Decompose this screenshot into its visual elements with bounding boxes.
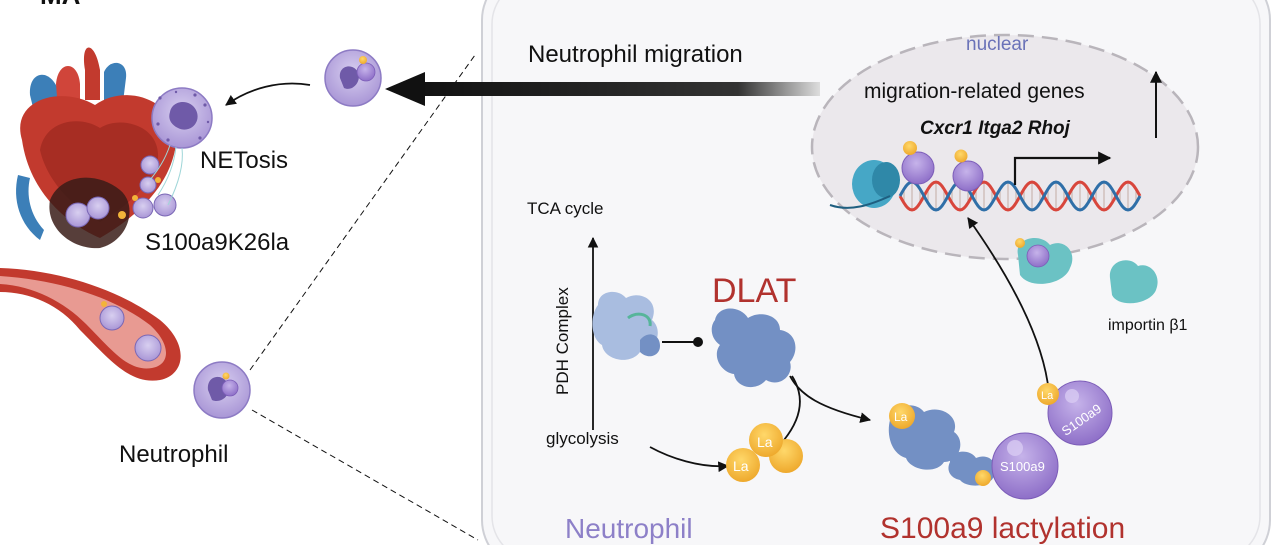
inhibition-dot <box>693 337 703 347</box>
left-neutrophil-cell <box>193 361 251 419</box>
blood-vessel <box>0 268 181 381</box>
nuclear-s100a9-1 <box>901 141 935 185</box>
dlat-protein <box>711 308 796 388</box>
genes-title: migration-related genes <box>864 80 1085 103</box>
dlat-to-lactylation-arrow <box>789 375 872 423</box>
migration-label: Neutrophil migration <box>528 41 743 68</box>
nucleus-title: nuclear <box>966 34 1029 55</box>
cell-boundary-inner <box>491 0 1261 545</box>
importin-label: importin β1 <box>1108 317 1188 334</box>
glycolysis-to-lactate-arrow <box>649 446 730 473</box>
marker-label: S100a9K26la <box>145 229 290 256</box>
nucleus <box>810 33 1200 261</box>
arrow-to-netosis <box>225 82 311 106</box>
s100a9-sphere-upper: S100a9 La <box>1037 380 1113 446</box>
la-badge-4: La <box>1041 390 1054 402</box>
lactylation-label: S100a9 lactylation <box>880 512 1125 545</box>
dlat-label: DLAT <box>712 272 796 310</box>
s100a9-badge-lower: S100a9 <box>1000 459 1045 474</box>
lactate-cluster: La La <box>726 423 803 482</box>
importin-beta1 <box>1109 260 1158 304</box>
partial-title: MA <box>40 0 81 10</box>
nucleosome <box>829 160 900 209</box>
bracket-line <box>783 375 801 441</box>
dna-strand-blue <box>898 180 1142 212</box>
la-badge-1: La <box>757 434 773 450</box>
zoom-line-top <box>249 54 476 371</box>
left-neutrophil-label: Neutrophil <box>119 441 228 468</box>
dna-helix <box>898 180 1142 212</box>
nuclear-import-arrow <box>967 217 1049 386</box>
netosis-cell <box>149 87 213 206</box>
nuclear-s100a9-2 <box>952 149 984 192</box>
s100a9-sphere-lower: S100a9 <box>975 432 1059 500</box>
migration-arrow <box>385 72 820 106</box>
genes-list: Cxcr1 Itga2 Rhoj <box>920 118 1071 139</box>
transcription-arrow <box>1013 151 1112 185</box>
cell-neutrophil-label: Neutrophil <box>565 513 693 544</box>
la-badge-3: La <box>894 410 908 424</box>
pdh-label: PDH Complex <box>553 287 572 395</box>
netosis-label: NETosis <box>200 147 288 174</box>
heart-illustration <box>16 47 177 249</box>
pdh-complex-protein <box>592 291 660 360</box>
zoom-line-bottom <box>251 409 479 541</box>
glycolysis-label: glycolysis <box>546 429 619 448</box>
migrating-neutrophil <box>324 49 382 107</box>
importin-complex <box>1015 237 1073 284</box>
la-badge-2: La <box>733 458 749 474</box>
tca-label: TCA cycle <box>527 199 604 218</box>
